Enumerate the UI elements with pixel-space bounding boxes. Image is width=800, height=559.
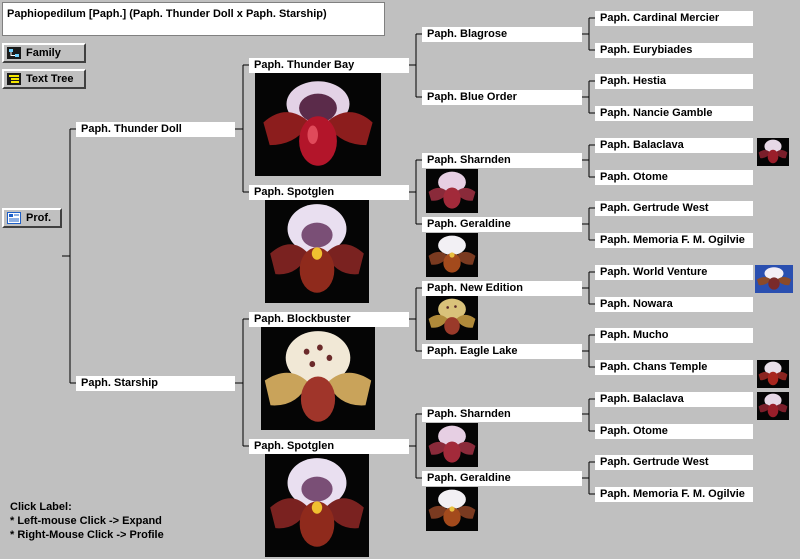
gen3-blue-order-label[interactable]: Paph. Blue Order xyxy=(422,90,582,105)
gen4-chans-temple-label[interactable]: Paph. Chans Temple xyxy=(595,360,753,375)
balaclava-thumbnail[interactable] xyxy=(757,138,789,166)
gen3-new-edition-label[interactable]: Paph. New Edition xyxy=(422,281,582,296)
gen4-balaclava-label[interactable]: Paph. Balaclava xyxy=(595,138,753,153)
profile-button-label: Prof. xyxy=(26,212,52,224)
orchid-flower-photo xyxy=(264,331,372,422)
gen3-geraldine-label[interactable]: Paph. Geraldine xyxy=(422,217,582,232)
orchid-flower-photo xyxy=(270,458,364,547)
orchid-flower-photo xyxy=(428,235,476,273)
orchid-flower-photo xyxy=(428,425,476,463)
orchid-flower-photo xyxy=(758,361,788,386)
pedigree-title: Paphiopedilum [Paph.] (Paph. Thunder Dol… xyxy=(2,2,385,36)
gen4-hestia-label[interactable]: Paph. Hestia xyxy=(595,74,753,89)
geraldine-photo[interactable] xyxy=(426,487,478,531)
sharnden-photo[interactable] xyxy=(426,423,478,467)
orchid-flower-photo xyxy=(758,139,788,164)
world-venture-thumbnail[interactable] xyxy=(755,265,793,293)
gen4-gertrude-west-label[interactable]: Paph. Gertrude West xyxy=(595,455,753,470)
blockbuster-photo[interactable] xyxy=(261,327,375,430)
legend-right-click: * Right-Mouse Click -> Profile xyxy=(10,529,164,541)
orchid-flower-photo xyxy=(758,393,788,418)
gen2-spotglen-label[interactable]: Paph. Spotglen xyxy=(249,185,409,200)
chans-temple-thumbnail[interactable] xyxy=(757,360,789,388)
gen2-blockbuster-label[interactable]: Paph. Blockbuster xyxy=(249,312,409,327)
gen4-gertrude-west-label[interactable]: Paph. Gertrude West xyxy=(595,201,753,216)
orchid-flower-photo xyxy=(756,267,792,290)
gen4-nancie-gamble-label[interactable]: Paph. Nancie Gamble xyxy=(595,106,753,121)
spotglen-photo[interactable] xyxy=(265,200,369,303)
orchid-flower-photo xyxy=(428,171,476,209)
gen2-spotglen-label[interactable]: Paph. Spotglen xyxy=(249,439,409,454)
text-tree-button-label: Text Tree xyxy=(26,73,74,85)
family-button-label: Family xyxy=(26,47,61,59)
orchid-flower-photo xyxy=(428,298,476,335)
click-help-legend: Click Label: * Left-mouse Click -> Expan… xyxy=(10,500,164,542)
gen4-world-venture-label[interactable]: Paph. World Venture xyxy=(595,265,753,280)
spotglen-photo[interactable] xyxy=(265,454,369,557)
family-button[interactable]: Family xyxy=(2,43,86,63)
text-tree-button[interactable]: Text Tree xyxy=(2,69,86,89)
family-tree-icon xyxy=(7,47,21,59)
legend-heading: Click Label: xyxy=(10,501,72,513)
text-tree-icon xyxy=(7,73,21,85)
gen3-geraldine-label[interactable]: Paph. Geraldine xyxy=(422,471,582,486)
orchid-flower-photo xyxy=(428,489,476,527)
gen4-memoria-ogilvie-label[interactable]: Paph. Memoria F. M. Ogilvie xyxy=(595,233,753,248)
legend-left-click: * Left-mouse Click -> Expand xyxy=(10,515,162,527)
new-edition-photo[interactable] xyxy=(426,296,478,340)
geraldine-photo[interactable] xyxy=(426,233,478,277)
profile-card-icon xyxy=(7,212,21,224)
gen2-thunder-bay-label[interactable]: Paph. Thunder Bay xyxy=(249,58,409,73)
thunder-bay-photo[interactable] xyxy=(255,73,381,176)
gen4-otome-label[interactable]: Paph. Otome xyxy=(595,424,753,439)
orchid-flower-photo xyxy=(270,204,364,293)
gen3-eagle-lake-label[interactable]: Paph. Eagle Lake xyxy=(422,344,582,359)
orchid-flower-photo xyxy=(263,81,373,166)
gen4-mucho-label[interactable]: Paph. Mucho xyxy=(595,328,753,343)
gen3-sharnden-label[interactable]: Paph. Sharnden xyxy=(422,407,582,422)
gen4-nowara-label[interactable]: Paph. Nowara xyxy=(595,297,753,312)
profile-button[interactable]: Prof. xyxy=(2,208,62,228)
gen1-starship-label[interactable]: Paph. Starship xyxy=(76,376,235,391)
gen4-cardinal-mercier-label[interactable]: Paph. Cardinal Mercier xyxy=(595,11,753,26)
gen3-blagrose-label[interactable]: Paph. Blagrose xyxy=(422,27,582,42)
gen4-memoria-ogilvie-label[interactable]: Paph. Memoria F. M. Ogilvie xyxy=(595,487,753,502)
gen4-otome-label[interactable]: Paph. Otome xyxy=(595,170,753,185)
gen3-sharnden-label[interactable]: Paph. Sharnden xyxy=(422,153,582,168)
gen1-thunder-doll-label[interactable]: Paph. Thunder Doll xyxy=(76,122,235,137)
balaclava-thumbnail[interactable] xyxy=(757,392,789,420)
sharnden-photo[interactable] xyxy=(426,169,478,213)
gen4-eurybiades-label[interactable]: Paph. Eurybiades xyxy=(595,43,753,58)
gen4-balaclava-label[interactable]: Paph. Balaclava xyxy=(595,392,753,407)
